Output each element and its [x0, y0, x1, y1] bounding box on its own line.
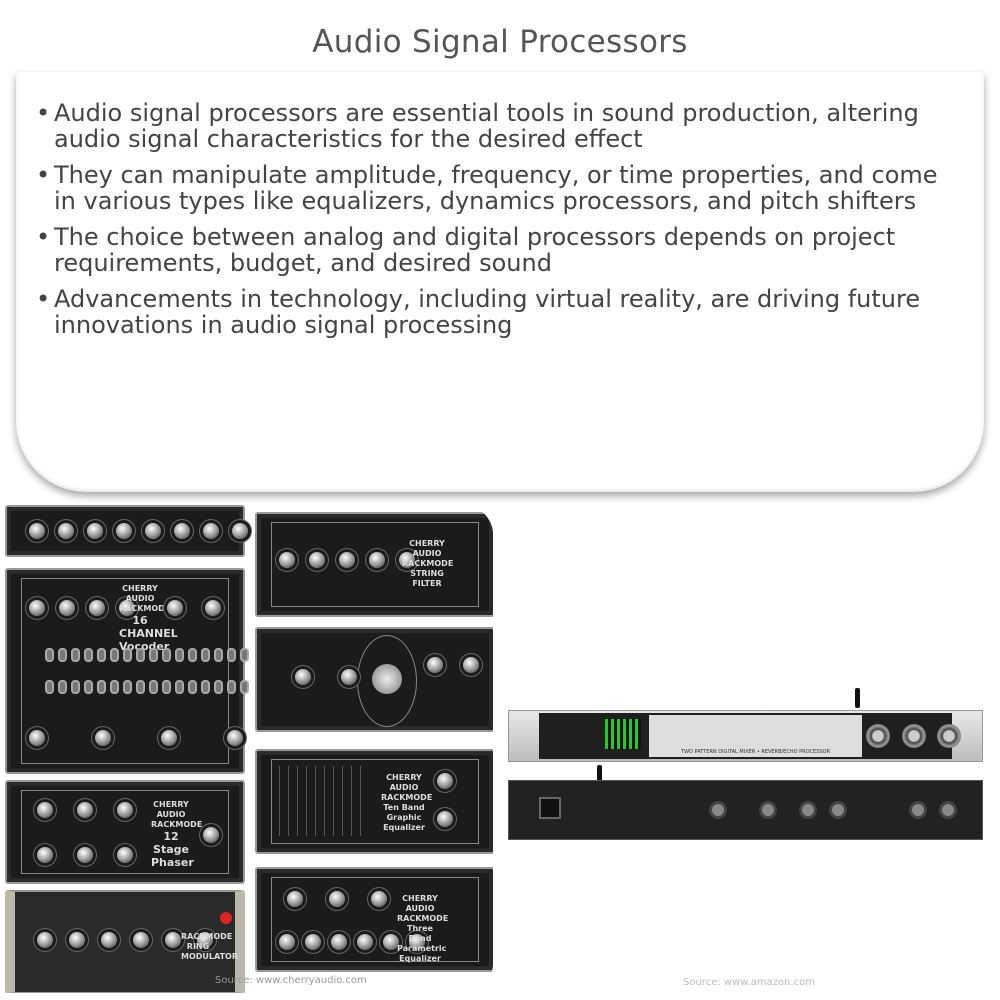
processor-caption: TWO PATTERN DIGITAL MIXER • REVERB/ECHO …: [681, 749, 830, 755]
rack-panel-frequency-shifter: [255, 627, 493, 732]
bullet-item: Advancements in technology, including vi…: [36, 286, 966, 338]
bullet-item: Audio signal processors are essential to…: [36, 100, 966, 152]
image-source-right: Source: www.amazon.com: [683, 977, 815, 988]
page-title: Audio Signal Processors: [312, 24, 688, 60]
digital-processor-image: TWO PATTERN DIGITAL MIXER • REVERB/ECHO …: [505, 680, 990, 880]
rack-panel-strip: [5, 505, 248, 557]
processor-front-panel: TWO PATTERN DIGITAL MIXER • REVERB/ECHO …: [508, 710, 983, 762]
bullet-item: The choice between analog and digital pr…: [36, 224, 966, 276]
processor-rear-panel: [508, 780, 983, 840]
bullet-item: They can manipulate amplitude, frequency…: [36, 162, 966, 214]
image-source-left: Source: www.cherryaudio.com: [215, 975, 367, 986]
bullet-list: Audio signal processors are essential to…: [36, 100, 966, 348]
